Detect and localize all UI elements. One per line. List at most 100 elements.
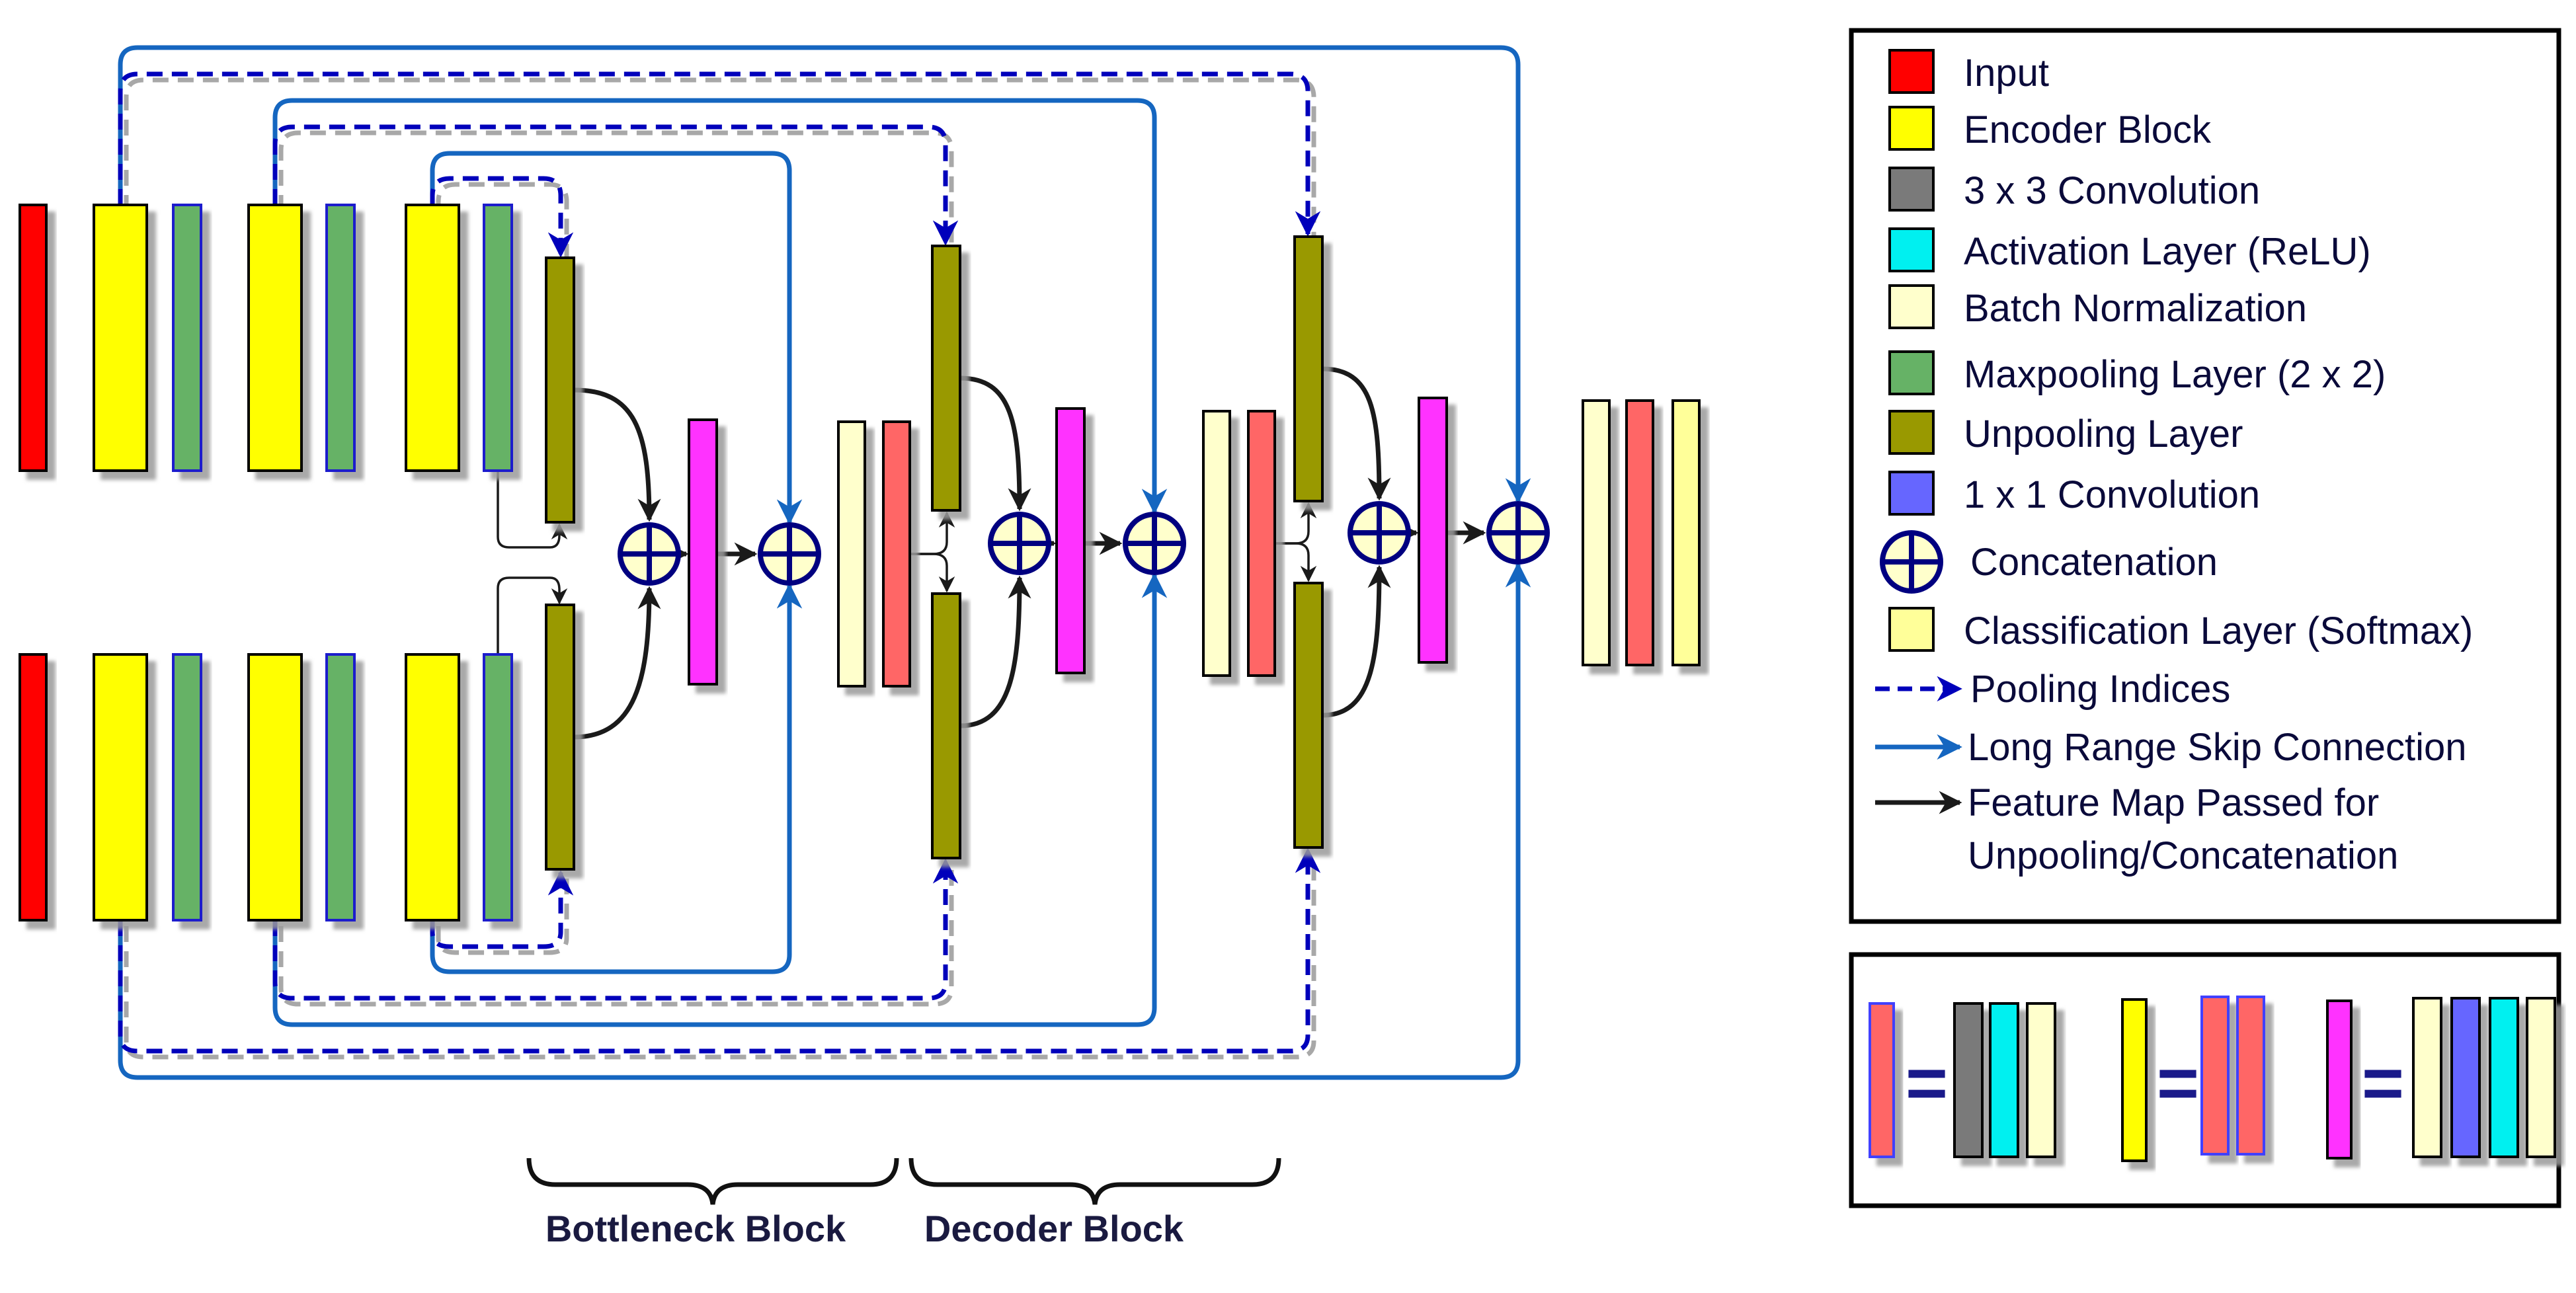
legend-label-concat: Concatenation [1970,541,2218,584]
bottleneck-block-label: Bottleneck Block [545,1208,846,1249]
pool-indices-top-level2 [272,124,959,249]
bottom-encoder-block-2 [247,653,303,921]
feat-dec1-unpool-top-to-concat3 [959,375,1031,512]
pool-indices-bottom-level3 [430,870,574,955]
def-equals-1: = [1906,1042,1948,1124]
def-relu [1989,1002,2019,1158]
def-batchnorm [2026,1002,2056,1158]
def-equals-2: = [2157,1042,2199,1124]
feat-stage3-to-unpool-bottom [1275,542,1317,582]
feat-dec2-unpool-top-to-concat5 [1322,366,1391,501]
def-encoder-conv-b [2236,996,2265,1156]
decoder-unpool-1-bottom [931,592,961,859]
top-maxpool-2 [325,204,356,472]
legend-label-softmax: Classification Layer (Softmax) [1964,609,2473,652]
feat-stage2-to-unpool-top [910,511,955,555]
def-equals-3: = [2362,1042,2404,1124]
def-magenta-batchnorm-a [2412,997,2442,1158]
feat-dec1-unpool-bottom-to-concat3 [959,575,1031,728]
skip-top-level1 [118,45,1531,504]
skip-top-level3 [430,151,803,525]
legend-item-softmax: Classification Layer (Softmax) [1888,607,2473,652]
feat-maxpool3-bottom-to-unpool [497,576,568,654]
legend-label-relu: Activation Layer (ReLU) [1964,230,2371,273]
legend-label-conv1: 1 x 1 Convolution [1964,473,2260,516]
legend-item-batchnorm: Batch Normalization [1888,284,2307,330]
legend-item-skip_arrow: Long Range Skip Connection [1875,726,2467,769]
legend-item-maxpool: Maxpooling Layer (2 x 2) [1888,350,2386,396]
output-batchnorm [1582,399,1611,666]
top-input-layer [19,204,48,472]
legend-label-feature_arrow-line2: Unpooling/Concatenation [1968,834,2398,877]
top-encoder-block-2 [247,204,303,472]
bottleneck-conv-block [688,418,718,686]
legend-swatch-maxpool [1888,350,1935,395]
feat-stage3-to-unpool-top [1275,502,1317,545]
def-conv-block-salmon [1869,1002,1895,1158]
def-conv3 [1953,1002,1984,1158]
concat-3 [988,512,1051,575]
output-softmax-layer [1671,399,1701,666]
legend-label-conv3: 3 x 3 Convolution [1964,169,2260,212]
feat-unpool-top-to-concat1 [573,387,661,522]
legend-swatch-unpool [1888,410,1935,455]
decoder-conv-block-2 [1418,397,1448,664]
stage3-conv-block [1247,410,1276,677]
concat-4 [1123,512,1186,575]
pool-indices-top-level1 [118,71,1321,240]
decoder-conv-block-1 [1055,407,1086,674]
legend-item-encoder: Encoder Block [1888,106,2212,151]
decoder-unpool-2-top [1293,235,1324,502]
concat-5 [1348,501,1411,565]
skip-bottom-level3 [430,583,803,974]
bottom-input-layer [19,653,48,921]
legend-item-concat: Concatenation [1880,530,2218,594]
pooling-indices-connections [118,71,1321,1060]
legend-item-feature_arrow: Feature Map Passed forUnpooling/Concaten… [1875,781,2398,877]
legend-item-conv1: 1 x 1 Convolution [1888,471,2260,516]
legend-label-feature_arrow: Feature Map Passed for [1968,781,2379,824]
feat-maxpool3-top-to-unpool [497,471,568,549]
pool-indices-bottom-level2 [272,858,959,1007]
bottom-maxpool-1 [172,653,202,921]
skip-bottom-level2 [272,572,1168,1027]
feat-unpool-bottom-to-concat1 [573,586,661,740]
legend-label-maxpool: Maxpooling Layer (2 x 2) [1964,353,2386,396]
legend-swatch-input [1888,49,1935,94]
composite-block-definitions: = = = [1849,952,2561,1208]
def-magenta-relu [2489,997,2519,1158]
long-range-skip-connections [118,45,1531,1080]
stage2-batchnorm [837,420,866,687]
output-conv-block [1625,399,1654,666]
bottom-encoder-block-3 [405,653,460,921]
legend-item-input: Input [1888,49,2049,95]
pool-indices-bottom-level1 [118,847,1321,1060]
legend-label-input: Input [1964,52,2049,95]
top-encoder-block-1 [93,204,148,472]
decoder-unpool-2-bottom [1293,582,1324,849]
pool-indices-top-level3 [430,176,574,261]
def-magenta-batchnorm-b [2526,997,2556,1158]
legend-concat-symbol [1880,530,1943,594]
def-magenta-block [2326,999,2353,1159]
bottom-encoder-block-1 [93,653,148,921]
feat-stage2-to-unpool-bottom [910,553,955,593]
bottom-maxpool-3 [483,653,513,921]
legend-label-unpool: Unpooling Layer [1964,412,2243,455]
legend-swatch-softmax [1888,607,1935,652]
skip-top-level2 [272,98,1168,514]
concat-2 [758,522,821,586]
legend-label-skip_arrow: Long Range Skip Connection [1968,726,2467,769]
legend-label-encoder: Encoder Block [1964,108,2212,151]
network-layers [19,204,1701,921]
legend-item-pooling_arrow: Pooling Indices [1875,668,2230,711]
def-encoder-block [2121,998,2148,1162]
def-magenta-conv1 [2450,997,2481,1158]
legend-swatch-conv3 [1888,167,1935,212]
legend-swatch-batchnorm [1888,284,1935,329]
stage2-conv-block [882,420,911,687]
bottleneck-brace [526,1157,899,1205]
legend-swatch-encoder [1888,106,1935,151]
skip-bottom-level1 [118,562,1531,1080]
